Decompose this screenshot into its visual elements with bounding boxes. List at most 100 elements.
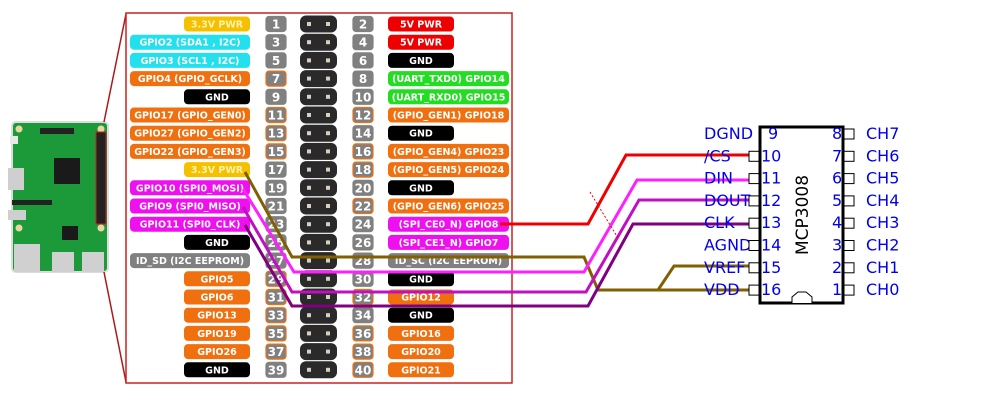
header-right-pin-40: GPIO21 40 (352, 361, 454, 378)
pin-label-text: (UART_RXD0) GPIO15 (392, 92, 506, 103)
pin-label-badge (388, 198, 509, 214)
chip-pin-number: 16 (761, 280, 781, 299)
header-pin (307, 240, 311, 245)
pin-number: 8 (359, 72, 367, 86)
header-pin-pair (300, 361, 337, 379)
header-left-pin-5: GPIO3 (SCL1 , I2C)5 (130, 52, 287, 69)
header-pin-pair (300, 324, 337, 342)
pin-label-badge (388, 125, 454, 141)
pin-label-badge (130, 71, 250, 87)
pin-label-badge (184, 271, 250, 287)
pin-label-badge (388, 89, 509, 105)
pin-label-text: (GPIO_GEN6) GPIO25 (393, 202, 505, 213)
wire-din (241, 178, 752, 274)
header-pin (307, 113, 311, 117)
pin-label-badge (388, 362, 454, 378)
pin-number: 30 (355, 272, 372, 286)
pin-header-strip (300, 15, 337, 379)
pin-number-badge (265, 325, 287, 342)
pin-label-text: GPIO5 (201, 274, 234, 285)
chip-pin-name: CLK (704, 213, 735, 232)
pin-label-badge (184, 344, 250, 360)
chip-pin-number: 13 (761, 213, 781, 232)
header-pin (307, 349, 311, 354)
pin-label-badge (388, 52, 454, 68)
pin-label-text: GPIO19 (197, 329, 237, 340)
header-pin-pair (300, 179, 337, 197)
chip-pin-pad (748, 240, 760, 251)
chip-pin-name: AGND (704, 236, 751, 255)
pin-number-badge (265, 125, 287, 142)
header-pin (326, 258, 330, 263)
pin-number-badge (352, 179, 374, 196)
mount-hole (97, 224, 105, 232)
header-pin-pair (300, 197, 337, 215)
header-pin (307, 367, 311, 372)
pin-label-text: (SPI_CE1_N) GPIO7 (399, 238, 499, 249)
pin-label-text: GPIO16 (401, 329, 441, 340)
header-pin (307, 149, 311, 154)
pin-number: 15 (268, 145, 285, 159)
header-pin (307, 40, 311, 45)
pin-label-text: GND (409, 129, 433, 140)
wire-dout (241, 198, 752, 294)
pin-number: 33 (268, 309, 285, 323)
hdmi-port (8, 168, 24, 190)
chip-pin-name: /CS (704, 146, 731, 165)
pin-number: 20 (355, 181, 372, 195)
pin-number-badge (265, 161, 287, 178)
pin-number: 32 (355, 291, 372, 305)
pin-label-text: (GPIO_GEN1) GPIO18 (393, 111, 505, 122)
pin-number-badge (352, 216, 374, 233)
header-pin-pair (300, 343, 337, 361)
soc-chip (54, 158, 80, 184)
chip-pin-number: 4 (832, 213, 842, 232)
pin-label-badge (184, 362, 250, 378)
gpio-header-mini (95, 131, 107, 225)
chip-channel-label: CH1 (866, 258, 899, 277)
header-pin-pair (300, 161, 337, 179)
header-pin (326, 40, 330, 45)
pin-number: 18 (355, 163, 372, 177)
header-right-pin-14: GND 14 (352, 125, 454, 142)
pin-number: 40 (355, 363, 372, 377)
header-left-pin-21: GPIO9 (SPI0_MISO)21 (130, 197, 287, 215)
pin-number: 5 (272, 54, 280, 68)
pin-number-badge (265, 15, 287, 33)
pin-label-badge (130, 253, 250, 269)
pin-number: 16 (355, 145, 372, 159)
pin-label-badge (184, 307, 250, 323)
header-pin (326, 113, 330, 117)
pin-number: 17 (268, 163, 285, 177)
header-pin-pair (300, 215, 337, 233)
pin-label-badge (388, 271, 454, 287)
pin-number-badge (352, 52, 374, 69)
pin-label-badge (184, 325, 250, 341)
header-pin (326, 94, 330, 99)
header-pin-pair (300, 88, 337, 106)
header-pin (307, 295, 311, 299)
pin-number-badge (352, 161, 374, 178)
pin-label-badge (184, 234, 250, 250)
pin-label-badge (130, 34, 250, 50)
pin-label-text: GPIO4 (GPIO_GCLK) (138, 74, 242, 85)
pin-number: 14 (355, 127, 372, 141)
pin-number: 6 (359, 54, 367, 68)
chip-pin-number: 11 (761, 169, 781, 188)
pin-label-text: GPIO21 (401, 365, 441, 376)
pin-number-badge (265, 179, 287, 196)
